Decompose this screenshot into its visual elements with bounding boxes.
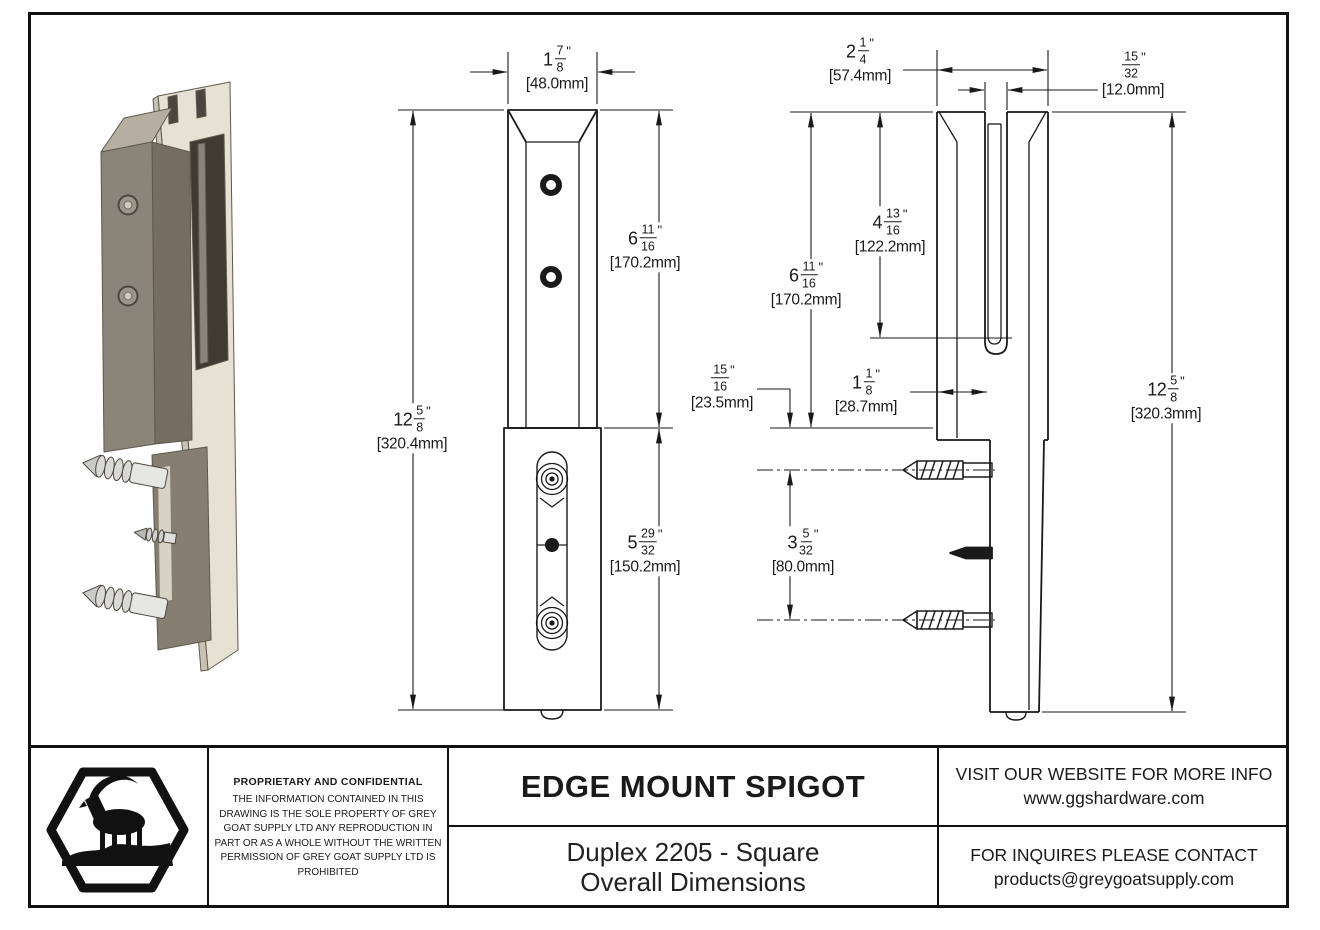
subtitle-line1: Duplex 2205 - Square	[566, 836, 820, 867]
dim-mm-value: [320.4mm]	[376, 435, 448, 453]
dim-mm-value: [80.0mm]	[771, 558, 835, 576]
front-mid-pin	[545, 538, 559, 552]
front-glass-slot	[536, 451, 568, 651]
side-bottom-pin	[1005, 711, 1027, 721]
front-view	[503, 109, 602, 720]
dim-mm-value: [57.4mm]	[828, 67, 892, 85]
iso-top-notch	[167, 94, 179, 125]
front-screw-hole	[540, 266, 562, 288]
iso-block-side	[151, 141, 193, 445]
dim-mm-value: [320.3mm]	[1130, 405, 1202, 423]
dimension-lines	[398, 50, 1186, 713]
proprietary-heading: PROPRIETARY AND CONFIDENTIAL	[233, 776, 423, 788]
front-spiral-screw-top	[535, 462, 569, 496]
dim-mm-value: [170.2mm]	[609, 254, 681, 272]
isometric-view	[82, 81, 239, 672]
dim-mm-value: [150.2mm]	[609, 558, 681, 576]
drawing-title: EDGE MOUNT SPIGOT	[449, 748, 937, 827]
side-small-screw	[949, 546, 993, 560]
front-screw-hole	[540, 174, 562, 196]
dim-mm-value: [48.0mm]	[525, 75, 589, 93]
contact-email: products@greygoatsupply.com	[993, 868, 1235, 889]
front-spiral-screw-bottom	[535, 606, 569, 640]
iso-lag-screw-top	[82, 454, 169, 489]
logo-hexagon	[46, 767, 189, 893]
front-bottom-pin	[540, 709, 564, 720]
website-block: VISIT OUR WEBSITE FOR MORE INFO www.ggsh…	[939, 748, 1289, 827]
proprietary-text: THE INFORMATION CONTAINED IN THIS DRAWIN…	[214, 794, 442, 878]
dim-mm-value: [122.2mm]	[854, 238, 926, 256]
iso-lag-screw-bottom	[82, 584, 169, 619]
title-cell: EDGE MOUNT SPIGOT Duplex 2205 - Square O…	[447, 748, 937, 908]
dim-mm-value: [28.7mm]	[834, 398, 898, 416]
dim-mm-value: [170.2mm]	[770, 291, 842, 309]
contact-block: FOR INQUIRES PLEASE CONTACT products@gre…	[939, 827, 1289, 908]
logo-cell	[28, 748, 207, 908]
side-view	[902, 111, 1049, 721]
drawing-subtitle: Duplex 2205 - Square Overall Dimensions	[449, 827, 937, 908]
contact-cell: VISIT OUR WEBSITE FOR MORE INFO www.ggsh…	[937, 748, 1289, 908]
dim-mm-value: [12.0mm]	[1101, 81, 1165, 99]
dim-mm-value: [23.5mm]	[690, 394, 754, 412]
goat-silhouette	[62, 775, 173, 866]
iso-small-screw	[133, 527, 178, 545]
side-body-right	[1038, 439, 1045, 713]
front-lower-body	[503, 427, 602, 711]
website-info: VISIT OUR WEBSITE FOR MORE INFO	[955, 763, 1273, 784]
website-url: www.ggshardware.com	[1023, 787, 1205, 808]
iso-glass-pocket	[189, 133, 229, 371]
iso-screw-hole	[117, 194, 139, 307]
subtitle-line2: Overall Dimensions	[580, 866, 806, 897]
glass-panel	[987, 123, 1002, 345]
iso-top-notch	[195, 88, 207, 119]
grey-goat-logo	[46, 767, 189, 893]
proprietary-cell: PROPRIETARY AND CONFIDENTIAL THE INFORMA…	[207, 748, 447, 908]
contact-info: FOR INQUIRES PLEASE CONTACT	[970, 844, 1258, 865]
title-block: PROPRIETARY AND CONFIDENTIAL THE INFORMA…	[28, 745, 1289, 908]
